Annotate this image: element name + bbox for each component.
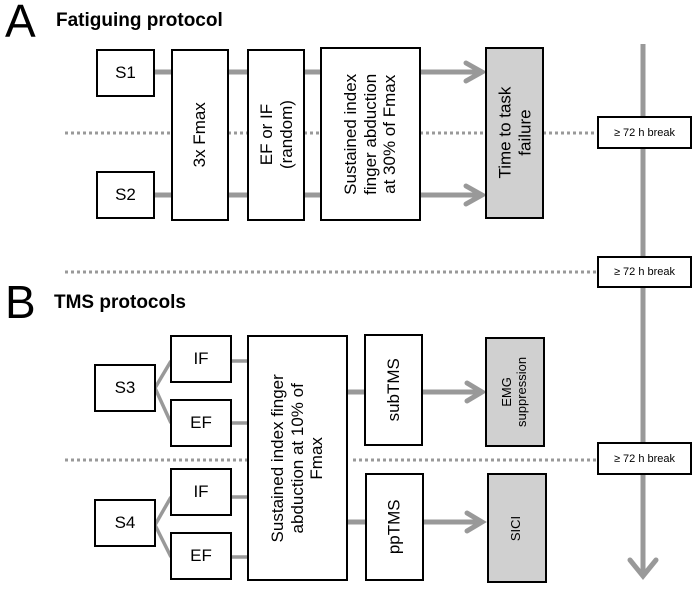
- panel-a-letter: A: [5, 0, 36, 47]
- panel-b-title: TMS protocols: [54, 292, 186, 313]
- condition-label: EF: [190, 413, 212, 432]
- condition-ef: EF: [170, 399, 232, 447]
- outcome-line: EMG: [499, 377, 515, 407]
- session-label: S4: [114, 513, 136, 532]
- break-label: ≥ 72 h break: [597, 116, 692, 149]
- condition-ef: EF: [170, 532, 232, 580]
- panel-b-letter: B: [5, 276, 36, 328]
- sustained-line: Fmax: [307, 436, 327, 480]
- sustained-line: abduction at 10% of: [287, 382, 307, 534]
- condition-step: EF or IF(random): [247, 49, 305, 221]
- session-s1: S1: [96, 49, 155, 97]
- condition-label: IF: [193, 349, 209, 368]
- condition-line: (random): [276, 100, 295, 170]
- condition-if: IF: [170, 468, 232, 516]
- session-s2: S2: [96, 171, 155, 219]
- condition-label: EF: [190, 546, 212, 565]
- sustained-line: at 30% of Fmax: [380, 74, 400, 194]
- break-label: ≥ 72 h break: [597, 256, 692, 288]
- session-s4: S4: [94, 499, 156, 547]
- stim-label: subTMS: [383, 358, 403, 422]
- session-label: S2: [115, 185, 136, 204]
- sustained-line: finger abduction: [360, 73, 380, 195]
- session-label: S1: [115, 63, 136, 82]
- panel-a-title: Fatiguing protocol: [56, 10, 223, 31]
- pptms-step: ppTMS: [365, 473, 424, 581]
- fmax-step: 3x Fmax: [171, 49, 229, 221]
- condition-label: IF: [193, 482, 209, 501]
- condition-label: EF or IF(random): [256, 101, 295, 170]
- outcome-line: suppression: [514, 356, 530, 428]
- condition-line: EF or IF: [256, 104, 276, 166]
- outcome-label: SICI: [508, 515, 524, 541]
- stim-label: ppTMS: [384, 499, 404, 555]
- sustained-line: Sustained index finger: [268, 373, 288, 543]
- outcome-line: failure: [514, 109, 534, 157]
- session-s3: S3: [94, 364, 156, 412]
- session-label: S3: [114, 378, 136, 397]
- fmax-label: 3x Fmax: [190, 102, 210, 168]
- sici-outcome: SICI: [487, 473, 547, 583]
- condition-if: IF: [170, 335, 232, 383]
- session-dividers: [65, 131, 597, 462]
- subtms-step: subTMS: [364, 334, 423, 446]
- outcome-line: Time to task: [494, 87, 514, 179]
- timeline-arrowhead: [627, 557, 659, 580]
- break-label: ≥ 72 h break: [597, 442, 692, 475]
- sustained-line: Sustained index: [341, 73, 361, 195]
